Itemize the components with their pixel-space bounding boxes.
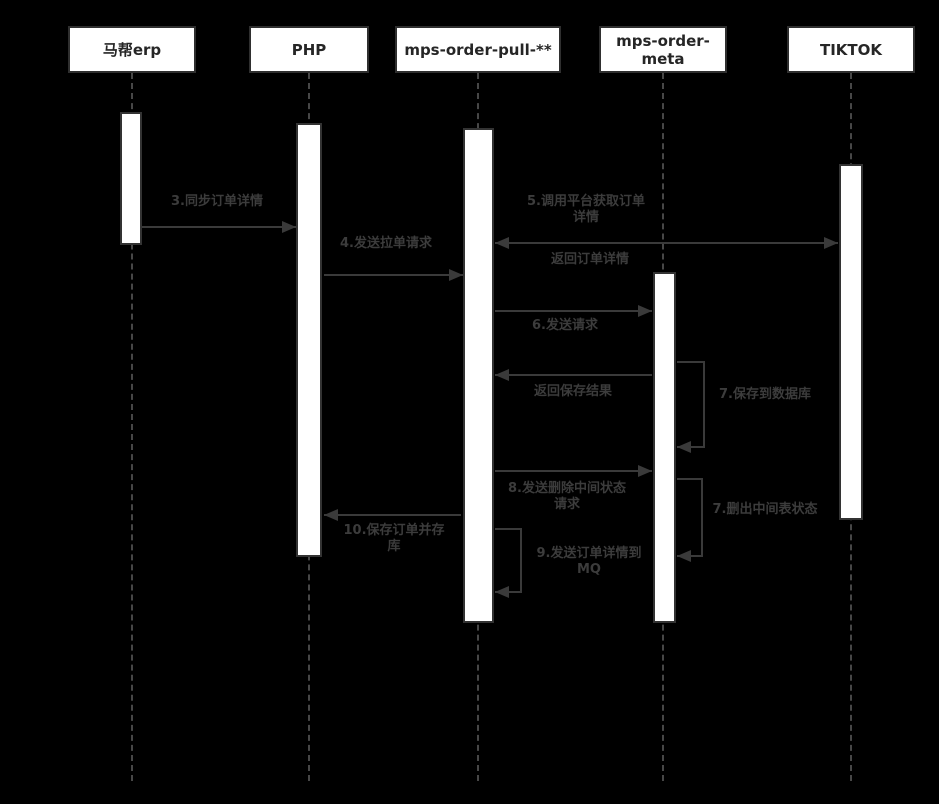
activation-bar-php [296, 123, 322, 557]
arrowhead-left-icon [677, 550, 691, 562]
participant-label-php: PHP [291, 40, 327, 59]
participant-mabang-erp: 马帮erp [68, 26, 196, 73]
message-line-send-delete-intermediate-state-request [495, 470, 652, 472]
arrowhead-left-icon [324, 509, 338, 521]
message-line-return-save-result [495, 374, 652, 376]
self-message-loop-send-order-detail-to-mq [495, 528, 522, 593]
activation-bar-mabang-erp [120, 112, 142, 245]
participant-mps-order-meta: mps-order- meta [599, 26, 727, 73]
arrowhead-right-icon [638, 465, 652, 477]
self-message-loop-remove-intermediate-table-state [677, 478, 703, 557]
participant-label-tiktok: TIKTOK [819, 40, 883, 59]
arrowhead-left-icon [495, 369, 509, 381]
message-label-send-pull-order-request: 4.发送拉单请求 [340, 236, 432, 251]
message-label-call-platform-get-order-detail: 5.调用平台获取订单 详情 [527, 194, 645, 225]
arrowhead-left-icon [677, 441, 691, 453]
message-label-save-order-and-stock: 10.保存订单并存 库 [343, 523, 445, 554]
message-line-call-platform-get-order-detail [495, 242, 838, 244]
message-label-send-request: 6.发送请求 [532, 318, 598, 333]
message-line-send-request [495, 310, 652, 312]
message-label-return-save-result: 返回保存结果 [533, 384, 613, 399]
self-message-loop-save-to-database [677, 361, 705, 448]
message-line-sync-order-detail [142, 226, 296, 228]
message-label-send-delete-intermediate-state-request: 8.发送删除中间状态 请求 [508, 481, 626, 512]
arrowhead-right-icon [449, 269, 463, 281]
arrowhead-right-icon [638, 305, 652, 317]
arrowhead-left-icon [495, 237, 509, 249]
message-label-call-platform-get-order-detail: 返回订单详情 [550, 252, 630, 267]
self-message-label-save-to-database: 7.保存到数据库 [719, 387, 811, 402]
message-label-sync-order-detail: 3.同步订单详情 [171, 194, 263, 209]
activation-bar-mps-order-meta [653, 272, 676, 623]
participant-label-mps-order-meta: mps-order- meta [616, 31, 710, 68]
lifeline-mabang-erp [131, 73, 133, 781]
arrowhead-right-icon [282, 221, 296, 233]
arrowhead-right-icon [824, 237, 838, 249]
activation-bar-tiktok [839, 164, 863, 520]
activation-bar-mps-order-pull [463, 128, 494, 623]
message-line-send-pull-order-request [324, 274, 463, 276]
participant-label-mps-order-pull: mps-order-pull-** [404, 40, 552, 59]
arrowhead-left-icon [495, 586, 509, 598]
self-message-label-remove-intermediate-table-state: 7.删出中间表状态 [712, 502, 818, 517]
participant-tiktok: TIKTOK [787, 26, 915, 73]
participant-label-mabang-erp: 马帮erp [102, 40, 162, 59]
message-line-save-order-and-stock [324, 514, 461, 516]
self-message-label-send-order-detail-to-mq: 9.发送订单详情到 MQ [536, 546, 642, 577]
participant-php: PHP [249, 26, 369, 73]
participant-mps-order-pull: mps-order-pull-** [395, 26, 561, 73]
